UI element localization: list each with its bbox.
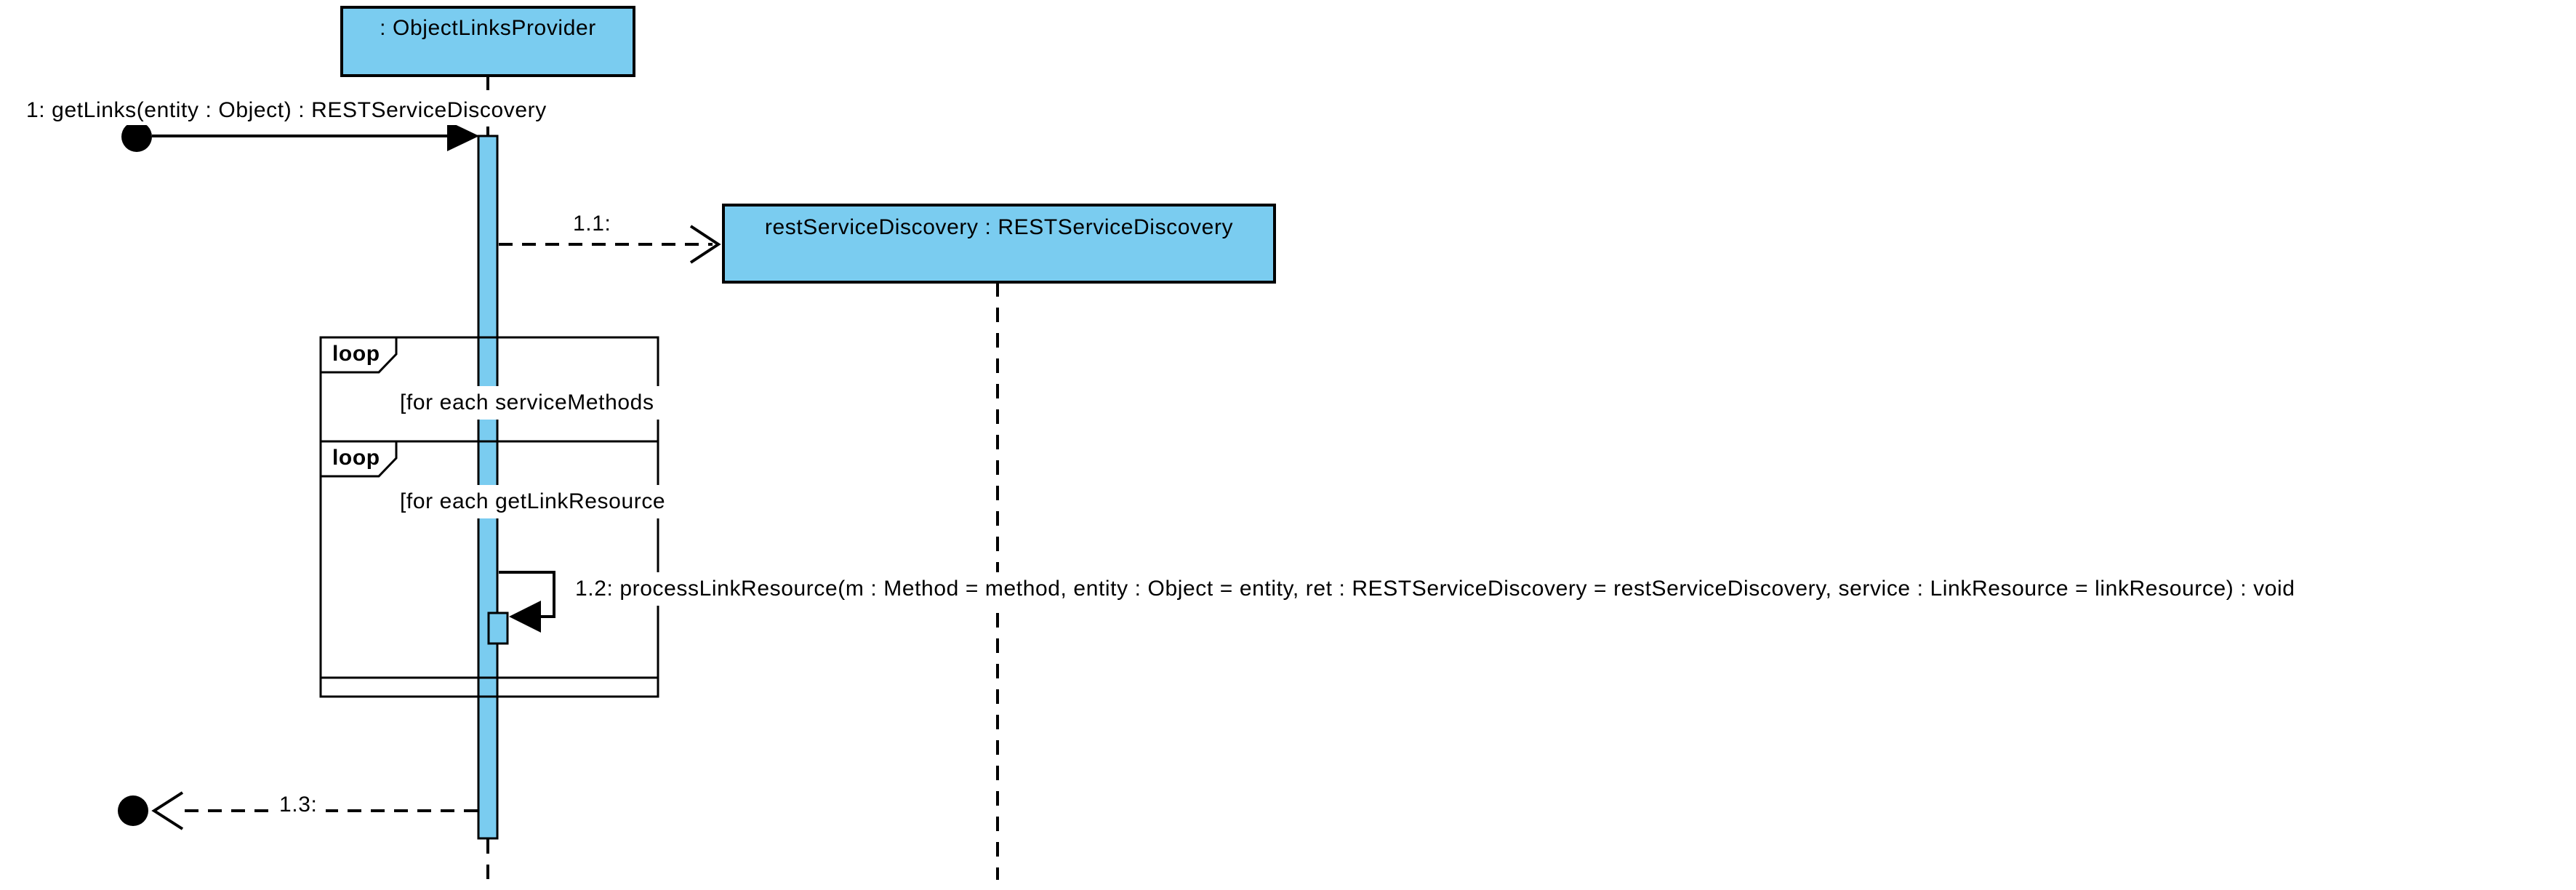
return-message-end-circle[interactable] <box>118 795 148 826</box>
create-message-arrowhead <box>689 225 721 264</box>
message-1-2-label: 1.2: processLinkResource(m : Method = me… <box>575 572 2300 606</box>
loop-operator-pentagon-inner[interactable] <box>319 440 398 478</box>
loop-operator-pentagon-outer[interactable] <box>319 336 398 374</box>
lifeline-label-object-links-provider: : ObjectLinksProvider <box>380 16 596 40</box>
loop-operator-label-outer: loop <box>332 342 380 366</box>
lifeline-box-rest-service-discovery[interactable] <box>722 204 1276 284</box>
loop-guard-label-inner: [for each getLinkResource <box>400 485 683 518</box>
found-message-arrowhead <box>447 121 479 151</box>
message-1-1-label: 1.1: <box>573 212 611 236</box>
nested-activation-bar[interactable] <box>487 612 509 645</box>
loop-operator-label-inner: loop <box>332 446 380 470</box>
message-1-3-label: 1.3: <box>270 790 326 820</box>
return-message-arrowhead <box>151 791 184 830</box>
loop-guard-label-outer: [for each serviceMethods <box>400 386 683 420</box>
self-message-line[interactable] <box>499 571 555 618</box>
message-1-label: 1: getLinks(entity : Object) : RESTServi… <box>26 96 547 125</box>
found-message-start-circle[interactable] <box>121 121 152 152</box>
lifeline-box-object-links-provider[interactable] <box>340 6 635 77</box>
lifeline-label-rest-service-discovery: restServiceDiscovery : RESTServiceDiscov… <box>764 215 1234 239</box>
loop-fragment-inner[interactable] <box>319 440 659 679</box>
self-message-arrowhead <box>509 601 541 633</box>
